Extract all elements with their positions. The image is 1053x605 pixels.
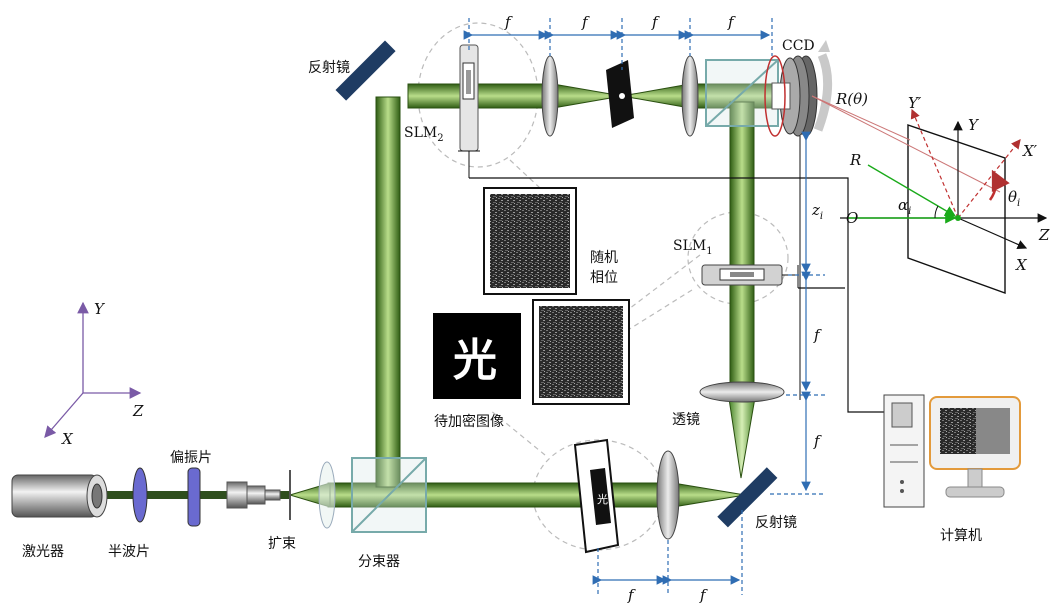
- object-plate: 光: [573, 438, 620, 554]
- half-wave-plate: [132, 467, 148, 523]
- label-mirror-bottom: 反射镜: [755, 515, 797, 531]
- label-beam-splitter: 分束器: [358, 554, 400, 570]
- lens-top-2: [681, 55, 699, 137]
- inset-label-yp: Y′: [908, 94, 922, 112]
- beam-expander: [226, 470, 291, 520]
- label-expander: 扩束: [268, 536, 296, 552]
- inset-label-z: Z: [1038, 226, 1050, 244]
- label-polarizer: 偏振片: [170, 450, 212, 466]
- plaintext-image: 光: [433, 313, 521, 399]
- inset-label-xp: X′: [1022, 142, 1038, 160]
- inset-label-alpha: αi: [898, 196, 911, 217]
- axis-left-x: X: [61, 430, 74, 448]
- label-slm1: SLM1: [673, 238, 713, 257]
- axis-left-y: Y: [94, 300, 106, 318]
- dim-f-bottom-1: f: [627, 586, 636, 604]
- dim-f-top-3: f: [651, 13, 660, 31]
- label-computer: 计算机: [940, 528, 982, 544]
- label-laser: 激光器: [22, 543, 64, 560]
- encrypted-phase-image: [532, 299, 630, 405]
- lens-right: [699, 381, 785, 403]
- mirror-top: [335, 40, 396, 101]
- dim-f-top-4: f: [727, 13, 736, 31]
- axes-left: [44, 301, 142, 438]
- label-random-phase-1: 随机: [590, 250, 618, 266]
- dimension-lines: [463, 18, 825, 595]
- ccd-camera: [764, 40, 833, 400]
- beam-right-vertical: [729, 101, 755, 393]
- dim-f-top-2: f: [581, 13, 590, 31]
- collimating-lens: [318, 461, 336, 529]
- svg-text:光: 光: [597, 492, 608, 506]
- inset-label-theta: θi: [1008, 188, 1020, 209]
- label-ccd: CCD: [782, 38, 815, 54]
- laser-source: [11, 474, 108, 518]
- label-image-to-encrypt: 待加密图像: [434, 413, 504, 430]
- inset-label-y: Y: [968, 116, 980, 134]
- label-lens: 透镜: [672, 412, 700, 428]
- label-rtheta: R(θ): [835, 90, 868, 108]
- beam-top-1: [407, 83, 554, 109]
- dim-zi: zi: [811, 201, 823, 222]
- inset-coordinate-diagram: [811, 95, 1048, 294]
- inset-label-o: O: [846, 209, 858, 227]
- polarizer: [187, 467, 201, 527]
- label-random-phase-2: 相位: [590, 270, 618, 286]
- slm2-device: [458, 44, 480, 178]
- beam-focus-right: [727, 391, 757, 479]
- mirror-bottom: [717, 467, 778, 528]
- label-mirror-top: 反射镜: [308, 60, 350, 76]
- dim-f-right-1: f: [813, 326, 822, 344]
- plaintext-char: 光: [453, 335, 497, 386]
- computer: [883, 394, 1021, 508]
- random-phase-image: [483, 187, 577, 295]
- beam-splitter-bottom: [351, 457, 427, 533]
- label-half-wave: 半波片: [108, 544, 150, 560]
- label-slm2: SLM2: [404, 125, 444, 144]
- slm1-device: [701, 264, 799, 288]
- laser-beams: [95, 83, 791, 508]
- beam-left-vertical: [375, 96, 401, 488]
- lens-bottom: [656, 450, 680, 540]
- dim-f-right-2: f: [813, 432, 822, 450]
- axis-left-z: Z: [132, 402, 144, 420]
- inset-label-r: R: [849, 151, 861, 169]
- lens-top-1: [541, 55, 559, 137]
- dim-f-bottom-2: f: [699, 586, 708, 604]
- inset-label-x: X: [1015, 256, 1028, 274]
- dim-f-top-1: f: [504, 13, 513, 31]
